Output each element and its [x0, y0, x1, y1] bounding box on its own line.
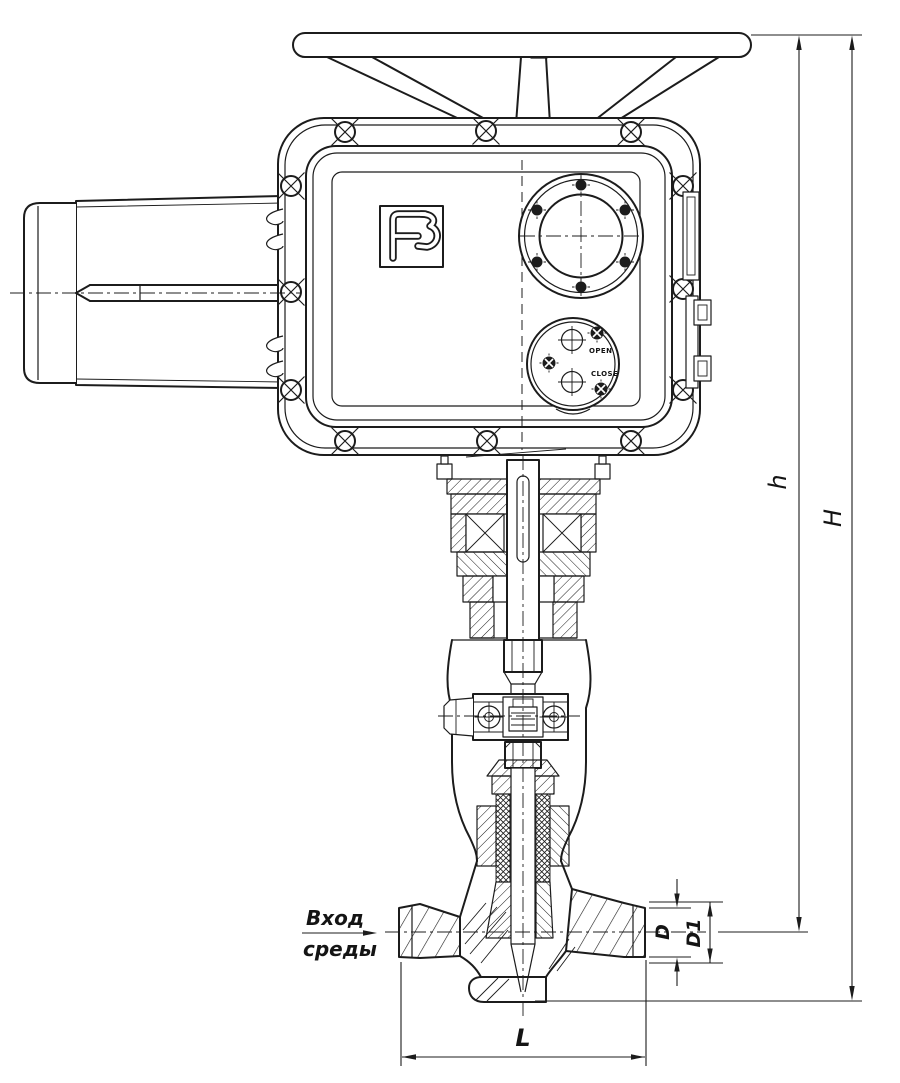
cooling-fins — [266, 208, 284, 378]
dimension-d1: D1 — [649, 901, 723, 964]
dim-h-label: h — [764, 474, 792, 489]
dimension-l: L — [400, 960, 647, 1066]
valve-body — [398, 860, 646, 978]
dim-H-label: H — [819, 509, 847, 527]
dim-L-label: L — [515, 1024, 530, 1052]
bonnet-yoke-section — [436, 448, 611, 862]
yoke-left-side — [446, 639, 478, 862]
body-bottom-boss — [468, 976, 547, 1003]
inlet-arrow-icon — [363, 930, 377, 936]
inlet-label-line2: среды — [303, 937, 377, 961]
motor-body — [75, 195, 283, 389]
stem-bracket — [438, 693, 580, 741]
dimension-d: D — [649, 879, 691, 986]
indicator-window — [518, 173, 644, 299]
gland-packing-section — [476, 741, 570, 993]
terminal-attachments — [682, 191, 712, 389]
dim-D1-label: D1 — [683, 919, 705, 948]
inlet-label-line1: Вход — [306, 906, 364, 930]
open-label: OPEN — [589, 347, 612, 355]
control-plate: OPEN CLOSE — [526, 317, 620, 415]
inlet-annotation: Вход среды — [302, 906, 377, 961]
dim-D-label: D — [652, 924, 674, 940]
handwheel-rim — [292, 32, 752, 58]
centerlines — [385, 455, 706, 1018]
dimension-capital-h: H — [819, 35, 855, 1001]
inlet-weld-end — [398, 903, 461, 959]
electric-motor — [23, 195, 283, 389]
manufacturer-logo-icon — [379, 205, 444, 268]
actuator-housing: OPEN CLOSE — [276, 116, 712, 456]
housing-outer — [277, 117, 701, 456]
dimension-h: h — [764, 35, 802, 932]
handwheel — [292, 32, 752, 126]
housing-front-panel — [331, 171, 641, 407]
dimensions: h H D D1 — [400, 34, 862, 1066]
close-label: CLOSE — [591, 370, 618, 378]
